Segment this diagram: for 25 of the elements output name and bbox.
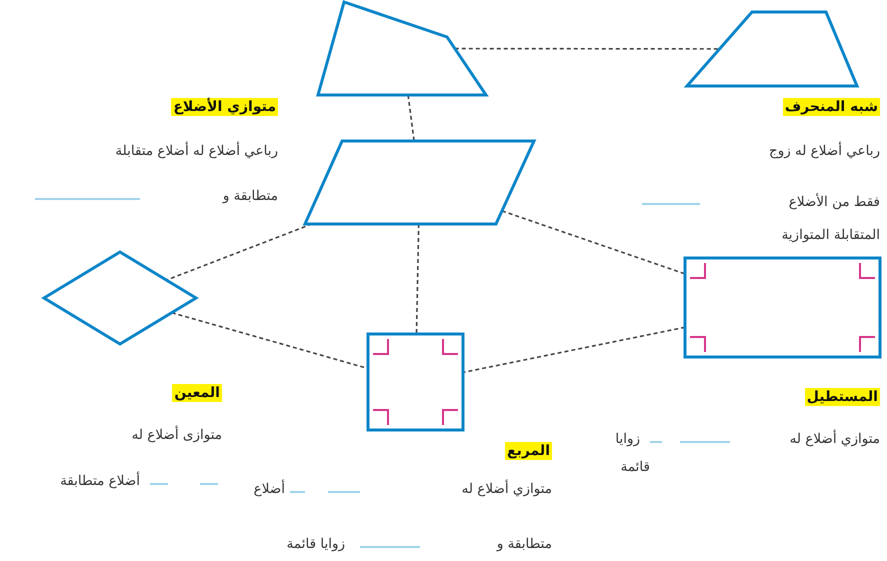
connector-line bbox=[462, 326, 686, 374]
connector-line bbox=[454, 48, 720, 50]
description-text: رباعي أضلاع له أضلاع متقابلة bbox=[115, 142, 278, 160]
connector-line bbox=[502, 210, 686, 275]
description-text: متطابقة و bbox=[222, 187, 278, 205]
description-text: زوايا قائمة bbox=[286, 535, 345, 553]
description-text: أضلاع متطابقة bbox=[60, 472, 140, 490]
description-text: رباعي أضلاع له زوج bbox=[769, 142, 880, 160]
description-text: أضلاع bbox=[254, 480, 285, 498]
shape-name-label: المربع bbox=[505, 442, 552, 460]
connector-line bbox=[416, 224, 420, 334]
description-text: زوايا bbox=[615, 430, 640, 448]
description-text: قائمة bbox=[620, 458, 650, 476]
description-text: المتقابلة المتوازية bbox=[782, 226, 880, 244]
description-text: متوازى أضلاع له bbox=[132, 426, 222, 444]
shape-name-label: المعين bbox=[172, 384, 222, 402]
shape-name-label: المستطيل bbox=[804, 388, 880, 406]
description-text: فقط من الأضلاع bbox=[788, 193, 880, 211]
description-text: متوازي أضلاع له bbox=[462, 480, 552, 498]
connector-line bbox=[166, 223, 312, 281]
shape-name-label: شبه المنحرف bbox=[782, 98, 880, 116]
description-text: متطابقة و bbox=[496, 535, 552, 553]
shape-name-label: متوازي الأضلاع bbox=[171, 98, 278, 116]
connector-line bbox=[407, 94, 415, 142]
description-text: متوازي أضلاع له bbox=[790, 430, 880, 448]
